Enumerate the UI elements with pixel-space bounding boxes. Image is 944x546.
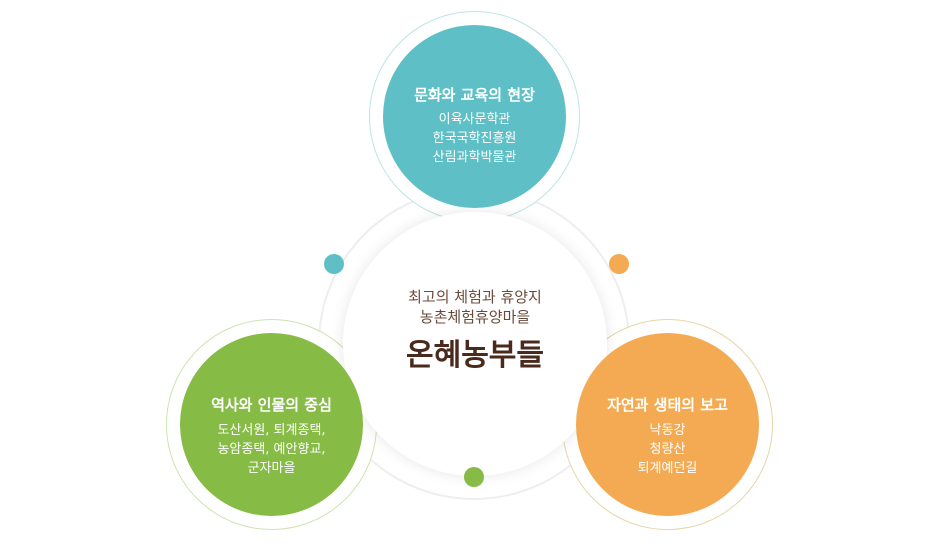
left-circle-item: 농암종택, 예안향교, [217, 442, 326, 457]
top-circle-item: 산림과학박물관 [432, 150, 517, 165]
center-title: 온혜농부들 [406, 338, 544, 373]
left-circle-item: 도산서원, 퇴계종택, [217, 423, 326, 438]
green-dot [464, 467, 484, 487]
center-subtitle-2: 농촌체험휴양마을 [419, 308, 531, 326]
right-circle [576, 333, 759, 516]
orange-dot [609, 254, 629, 274]
right-circle-item: 청량산 [649, 442, 686, 457]
top-circle-item: 한국국학진흥원 [432, 131, 517, 146]
left-circle-title: 역사와 인물의 중심 [211, 396, 332, 414]
center-disc [343, 212, 607, 476]
left-circle-item: 군자마을 [247, 461, 296, 476]
top-circle-title: 문화와 교육의 현장 [414, 86, 535, 104]
center-subtitle-1: 최고의 체험과 휴양지 [408, 288, 542, 306]
right-circle-item: 퇴계예던길 [637, 461, 698, 476]
top-circle [383, 25, 566, 208]
teal-dot [324, 254, 344, 274]
right-circle-title: 자연과 생태의 보고 [607, 396, 728, 414]
left-circle [180, 333, 363, 516]
right-circle-item: 낙동강 [649, 423, 686, 438]
top-circle-item: 이육사문학관 [438, 112, 511, 127]
